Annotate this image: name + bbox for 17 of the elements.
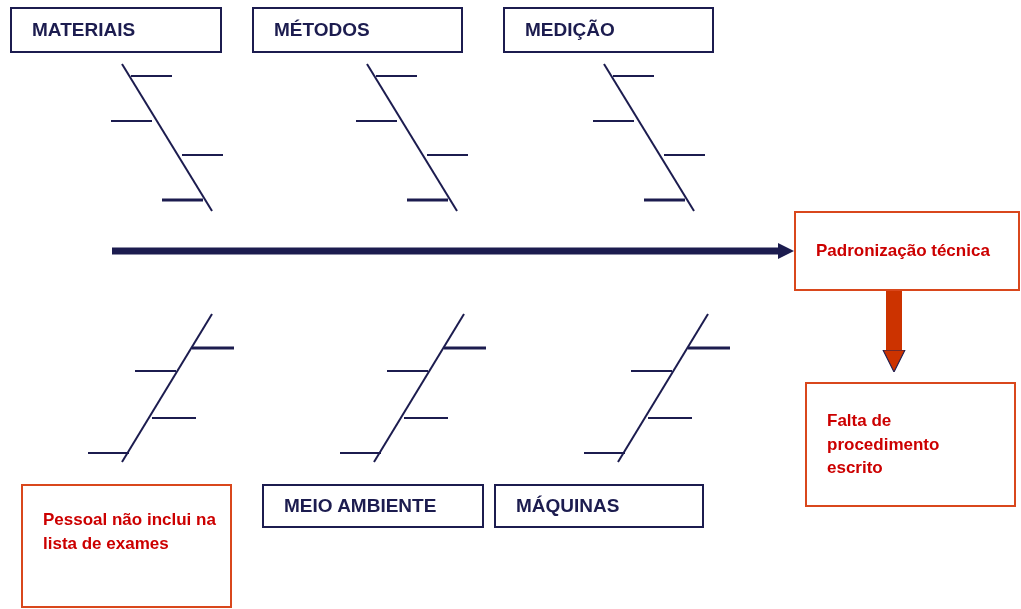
category-label: MEDIÇÃO — [525, 17, 615, 42]
category-label: MEIO AMBIENTE — [284, 493, 437, 518]
category-box — [252, 7, 463, 53]
category-label: MÁQUINAS — [516, 493, 620, 518]
effect-text: Falta de procedimento escrito — [827, 409, 941, 480]
effect-box — [794, 211, 1020, 291]
effect-box — [805, 382, 1016, 507]
effect-text: Padronização técnica — [816, 240, 990, 263]
category-box — [262, 484, 484, 528]
category-label: MÉTODOS — [274, 17, 370, 42]
category-box — [494, 484, 704, 528]
category-box — [503, 7, 714, 53]
block-arrow — [882, 291, 906, 373]
effect-box — [21, 484, 232, 608]
effect-text: Pessoal não inclui na lista de exames — [43, 509, 217, 555]
category-box — [10, 7, 222, 53]
category-label: MATERIAIS — [32, 17, 136, 42]
